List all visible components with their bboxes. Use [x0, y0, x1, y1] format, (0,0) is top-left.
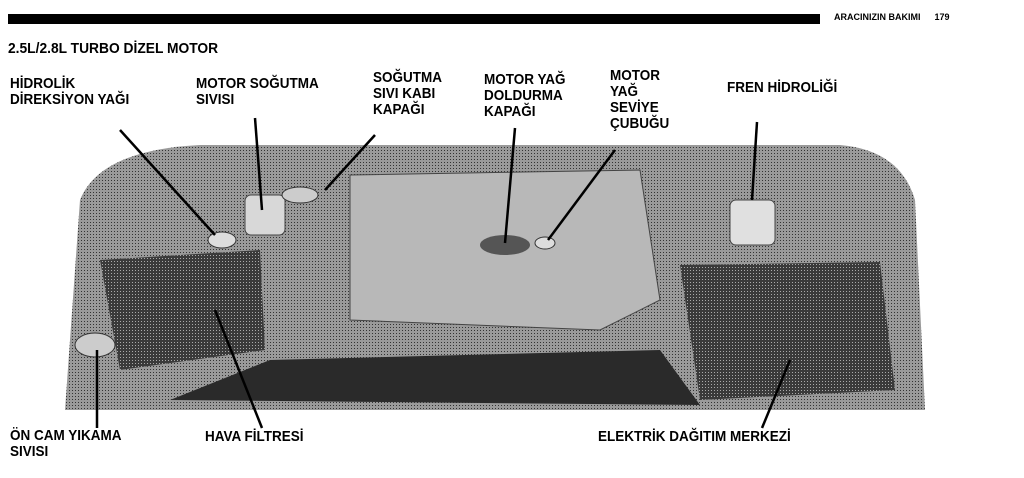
coolant-reservoir: [244, 194, 286, 236]
label-brake-fluid: FREN HİDROLİĞİ: [727, 79, 838, 96]
dipstick-ring: [534, 236, 556, 250]
leader-lines: [95, 117, 792, 429]
power-steering-cap: [207, 231, 237, 249]
radiator-support: [170, 350, 700, 405]
air-filter-box: [100, 250, 265, 370]
label-power-distribution-center: ELEKTRİK DAĞITIM MERKEZİ: [598, 428, 791, 445]
power-distribution-center: [680, 262, 895, 400]
header-bar: [8, 14, 820, 24]
section-title: ARACINIZIN BAKIMI: [834, 12, 921, 22]
page-number: 179: [934, 12, 950, 22]
label-air-filter: HAVA FİLTRESİ: [205, 428, 304, 445]
running-header: ARACINIZIN BAKIMI 179: [834, 12, 964, 22]
page-title: 2.5L/2.8L TURBO DİZEL MOTOR: [8, 40, 219, 57]
brake-fluid-reservoir: [729, 199, 776, 246]
washer-cap: [74, 332, 116, 358]
coolant-cap: [281, 186, 319, 204]
oil-fill-cap: [480, 235, 530, 255]
